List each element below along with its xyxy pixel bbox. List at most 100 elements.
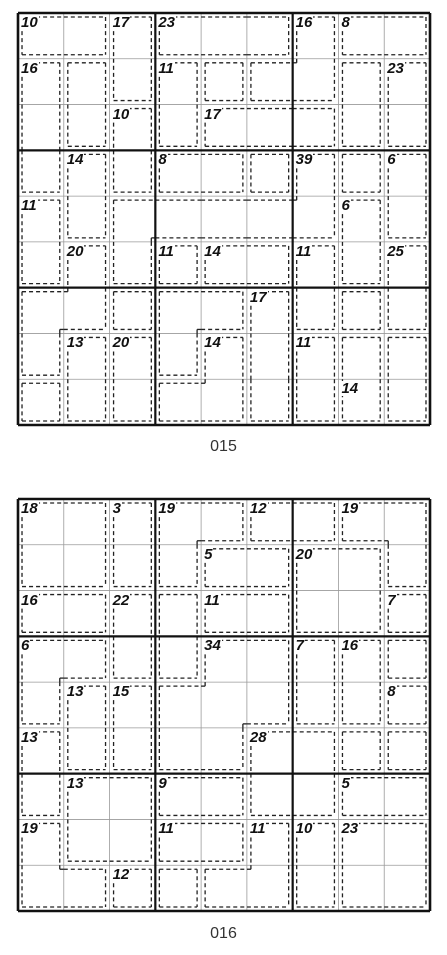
sudoku-cell[interactable] — [155, 545, 201, 591]
sudoku-cell[interactable] — [247, 242, 293, 288]
sudoku-cell[interactable] — [293, 379, 339, 425]
sudoku-cell[interactable] — [64, 105, 110, 151]
sudoku-cell[interactable] — [201, 774, 247, 820]
sudoku-cell[interactable] — [201, 59, 247, 105]
sudoku-cell[interactable] — [110, 150, 156, 196]
sudoku-cell[interactable] — [384, 196, 430, 242]
sudoku-cell[interactable] — [338, 59, 384, 105]
sudoku-cell[interactable] — [338, 333, 384, 379]
sudoku-cell[interactable] — [201, 499, 247, 545]
sudoku-cell[interactable] — [247, 636, 293, 682]
sudoku-cell[interactable] — [155, 682, 201, 728]
sudoku-cell[interactable] — [110, 242, 156, 288]
sudoku-cell[interactable] — [293, 682, 339, 728]
sudoku-cell[interactable] — [384, 379, 430, 425]
sudoku-cell[interactable] — [247, 865, 293, 911]
sudoku-cell[interactable] — [155, 379, 201, 425]
sudoku-cell[interactable] — [247, 105, 293, 151]
sudoku-cell[interactable] — [338, 242, 384, 288]
sudoku-cell[interactable] — [64, 819, 110, 865]
sudoku-cell[interactable] — [18, 865, 64, 911]
sudoku-cell[interactable] — [338, 150, 384, 196]
sudoku-cell[interactable] — [384, 13, 430, 59]
sudoku-cell[interactable] — [247, 682, 293, 728]
sudoku-cell[interactable] — [155, 591, 201, 637]
sudoku-cell[interactable] — [110, 59, 156, 105]
sudoku-cell[interactable] — [64, 13, 110, 59]
sudoku-cell[interactable] — [384, 333, 430, 379]
sudoku-cell[interactable] — [384, 105, 430, 151]
sudoku-cell[interactable] — [201, 865, 247, 911]
sudoku-cell[interactable] — [293, 591, 339, 637]
sudoku-cell[interactable] — [247, 196, 293, 242]
sudoku-cell[interactable] — [110, 196, 156, 242]
sudoku-cell[interactable] — [384, 774, 430, 820]
sudoku-cell[interactable] — [18, 150, 64, 196]
sudoku-cell[interactable] — [247, 59, 293, 105]
sudoku-cell[interactable] — [64, 379, 110, 425]
sudoku-cell[interactable] — [155, 288, 201, 334]
sudoku-cell[interactable] — [247, 545, 293, 591]
sudoku-cell[interactable] — [64, 545, 110, 591]
sudoku-cell[interactable] — [18, 288, 64, 334]
sudoku-cell[interactable] — [293, 105, 339, 151]
sudoku-cell[interactable] — [110, 728, 156, 774]
sudoku-cell[interactable] — [110, 774, 156, 820]
sudoku-cell[interactable] — [155, 105, 201, 151]
sudoku-cell[interactable] — [384, 728, 430, 774]
sudoku-cell[interactable] — [18, 682, 64, 728]
sudoku-cell[interactable] — [64, 196, 110, 242]
sudoku-cell[interactable] — [247, 13, 293, 59]
sudoku-cell[interactable] — [338, 865, 384, 911]
sudoku-cell[interactable] — [201, 288, 247, 334]
sudoku-cell[interactable] — [384, 545, 430, 591]
sudoku-cell[interactable] — [338, 591, 384, 637]
sudoku-cell[interactable] — [155, 196, 201, 242]
sudoku-cell[interactable] — [18, 242, 64, 288]
sudoku-cell[interactable] — [64, 636, 110, 682]
sudoku-cell[interactable] — [110, 545, 156, 591]
sudoku-cell[interactable] — [201, 682, 247, 728]
sudoku-cell[interactable] — [384, 865, 430, 911]
sudoku-cell[interactable] — [293, 196, 339, 242]
sudoku-cell[interactable] — [338, 682, 384, 728]
sudoku-cell[interactable] — [384, 288, 430, 334]
sudoku-cell[interactable] — [18, 333, 64, 379]
sudoku-cell[interactable] — [155, 728, 201, 774]
sudoku-cell[interactable] — [293, 499, 339, 545]
sudoku-cell[interactable] — [155, 865, 201, 911]
sudoku-cell[interactable] — [247, 774, 293, 820]
sudoku-cell[interactable] — [247, 150, 293, 196]
sudoku-cell[interactable] — [384, 499, 430, 545]
sudoku-cell[interactable] — [18, 545, 64, 591]
sudoku-cell[interactable] — [155, 333, 201, 379]
sudoku-cell[interactable] — [293, 728, 339, 774]
sudoku-cell[interactable] — [201, 196, 247, 242]
sudoku-cell[interactable] — [338, 105, 384, 151]
sudoku-cell[interactable] — [201, 728, 247, 774]
sudoku-cell[interactable] — [201, 379, 247, 425]
sudoku-cell[interactable] — [384, 636, 430, 682]
sudoku-cell[interactable] — [338, 728, 384, 774]
sudoku-cell[interactable] — [64, 728, 110, 774]
sudoku-cell[interactable] — [64, 499, 110, 545]
sudoku-cell[interactable] — [64, 59, 110, 105]
sudoku-cell[interactable] — [293, 59, 339, 105]
sudoku-cell[interactable] — [64, 865, 110, 911]
sudoku-cell[interactable] — [110, 288, 156, 334]
sudoku-cell[interactable] — [293, 865, 339, 911]
sudoku-cell[interactable] — [293, 288, 339, 334]
sudoku-cell[interactable] — [18, 105, 64, 151]
sudoku-cell[interactable] — [384, 819, 430, 865]
sudoku-cell[interactable] — [201, 13, 247, 59]
sudoku-cell[interactable] — [64, 288, 110, 334]
sudoku-cell[interactable] — [293, 774, 339, 820]
sudoku-cell[interactable] — [338, 545, 384, 591]
sudoku-cell[interactable] — [247, 379, 293, 425]
sudoku-cell[interactable] — [155, 636, 201, 682]
sudoku-cell[interactable] — [18, 379, 64, 425]
sudoku-cell[interactable] — [64, 591, 110, 637]
sudoku-cell[interactable] — [247, 333, 293, 379]
sudoku-cell[interactable] — [201, 819, 247, 865]
sudoku-cell[interactable] — [18, 774, 64, 820]
